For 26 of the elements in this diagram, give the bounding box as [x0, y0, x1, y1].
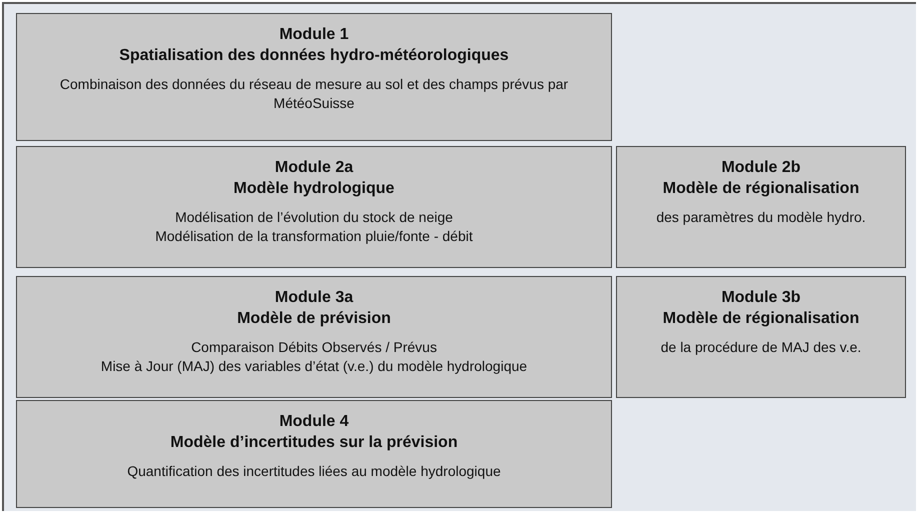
module-title: Modèle de régionalisation	[662, 309, 860, 329]
module-heading: Module 1	[278, 25, 350, 45]
module-description: Modélisation de la transformation pluie/fonte - débit	[154, 227, 474, 246]
module-heading: Module 4	[278, 412, 350, 432]
module-title: Modèle de régionalisation	[662, 179, 860, 199]
module-heading: Module 3b	[720, 288, 802, 308]
module-heading: Module 2a	[274, 158, 354, 178]
module-heading: Module 2b	[720, 158, 802, 178]
module-box	[16, 276, 612, 398]
module-box	[616, 276, 906, 398]
module-box	[16, 146, 612, 268]
module-heading: Module 3a	[274, 288, 354, 308]
module-title: Modèle d’incertitudes sur la prévision	[169, 433, 459, 453]
module-description: Combinaison des données du réseau de mesure au sol et des champs prévus par MétéoSuisse	[58, 75, 570, 113]
module-box	[16, 13, 612, 141]
module-description: Quantification des incertitudes liées au modèle hydrologique	[126, 462, 502, 481]
module-description: Comparaison Débits Observés / Prévus	[190, 338, 438, 357]
module-description: Modélisation de l’évolution du stock de neige	[174, 208, 454, 227]
module-title: Modèle de prévision	[236, 309, 392, 329]
module-title: Spatialisation des données hydro-météorologiques	[118, 46, 510, 66]
module-description: Mise à Jour (MAJ) des variables d’état (v.e.) du modèle hydrologique	[100, 357, 528, 376]
module-description: des paramètres du modèle hydro.	[655, 208, 867, 227]
module-description: de la procédure de MAJ des v.e.	[660, 338, 862, 357]
module-box	[616, 146, 906, 268]
module-box	[16, 400, 612, 508]
module-title: Modèle hydrologique	[232, 179, 396, 199]
